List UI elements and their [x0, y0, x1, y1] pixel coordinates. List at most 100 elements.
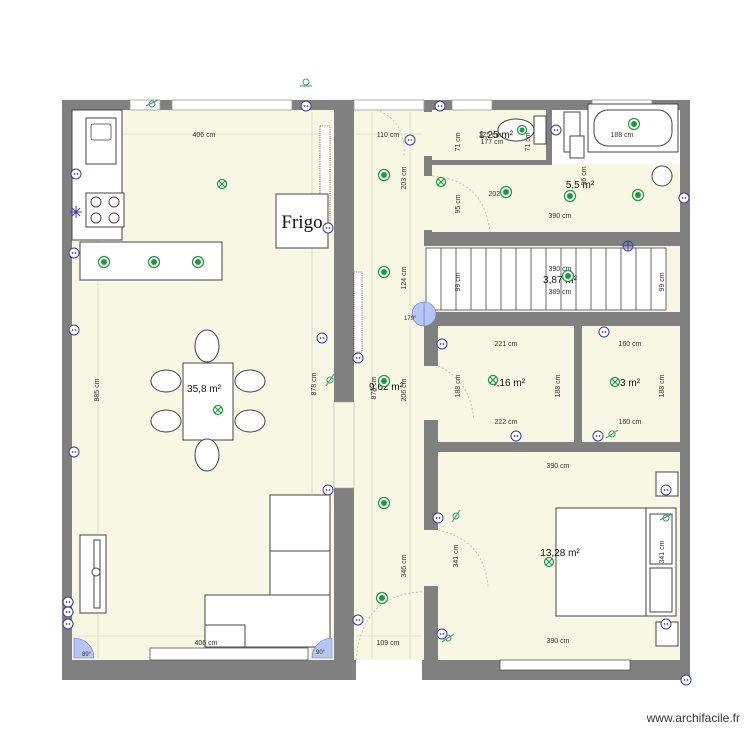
- dim-room-b-bottom: 160 cm: [619, 419, 642, 426]
- light-icon: [212, 404, 224, 416]
- door-arc-room-a: [437, 365, 475, 421]
- spot-light-icon: [377, 168, 391, 182]
- sofa-armrest: [204, 624, 246, 648]
- tv-knob: [91, 567, 101, 577]
- dimension-labels: 406 cm 406 cm 885 cm 878 cm 110 cm 109 c…: [94, 132, 666, 647]
- switch-icon: [325, 373, 335, 387]
- dim-bedroom-right: 341 cm: [659, 540, 666, 563]
- dim-bath-inner: 202 cm: [489, 191, 512, 198]
- dim-room-b-top: 160 cm: [619, 341, 642, 348]
- dim-bedroom-top: 390 cm: [547, 463, 570, 470]
- socket-icon: [322, 222, 334, 234]
- bedroom-furniture: [555, 471, 679, 647]
- socket-icon: [68, 446, 80, 458]
- phone-socket-icon: [70, 206, 82, 218]
- dining-table: [182, 362, 234, 441]
- socket-icon: [68, 247, 80, 259]
- angle-living-label: 89°: [82, 652, 92, 658]
- socket-icon: [62, 618, 74, 630]
- area-bedroom: 13,28 m²: [540, 548, 580, 559]
- dim-hall-mid-right: 124 cm: [401, 266, 408, 289]
- dim-room-a-left: 188 cm: [455, 374, 462, 397]
- floor-hall: [354, 110, 424, 660]
- dim-bedroom-bottom: 390 cm: [547, 638, 570, 645]
- spot-light-icon: [191, 255, 205, 269]
- bath-cabinet: [569, 135, 585, 159]
- switch-icon: [300, 78, 312, 87]
- sofa-seat: [269, 550, 331, 596]
- socket-icon: [62, 596, 74, 608]
- burner: [108, 196, 120, 208]
- socket-icon: [70, 168, 82, 180]
- light-icon: [216, 178, 228, 190]
- socket-icon: [434, 100, 446, 112]
- window-hall-top: [353, 99, 425, 111]
- door-hall-bedroom-opening: [424, 530, 438, 586]
- wall-rooms-bottom: [438, 442, 680, 452]
- switch-icon: [145, 99, 159, 108]
- toilet-bowl: [497, 118, 535, 142]
- dim-wc-right: 71 cm: [525, 132, 532, 151]
- dim-hall-upper-right: 203 cm: [401, 166, 408, 189]
- spot-light-icon: [147, 255, 161, 269]
- area-bath: 5,5 m²: [566, 180, 595, 191]
- dim-wc-left: 71 cm: [455, 132, 462, 151]
- spot-light-icon: [499, 185, 513, 199]
- switch-icon: [605, 429, 619, 439]
- watermark: www.archifacile.fr: [646, 711, 740, 725]
- light-icon: [543, 556, 555, 568]
- spot-light-icon: [563, 189, 577, 203]
- spot-light-icon: [377, 374, 391, 388]
- dim-wc-bottom: 177 cm: [481, 139, 504, 146]
- dim-bath-left: 95 cm: [455, 194, 462, 213]
- dim-bath-side: 96 cm: [581, 166, 588, 185]
- bed-pillow: [649, 513, 673, 565]
- window-bedroom-bottom: [499, 659, 631, 671]
- dim-bedroom-left: 341 cm: [453, 544, 460, 567]
- window-living-bottom: [149, 647, 309, 661]
- angle-markers: 89° 179° 90°: [73, 301, 437, 659]
- wall-wc-bottom: [432, 160, 546, 165]
- wall-stairs-bottom: [424, 312, 680, 326]
- fridge: [275, 193, 329, 249]
- socket-icon: [352, 352, 364, 364]
- window-living-top-right: [171, 99, 293, 111]
- area-hall: 9,62 m²: [369, 382, 404, 393]
- dim-stairs-bottom: 389 cm: [549, 289, 572, 296]
- door-hall-bath-opening: [424, 176, 432, 230]
- floor-room-b: [582, 326, 680, 442]
- wall-hall-right-top: [424, 100, 432, 246]
- dim-bath-fixture: 188 cm: [611, 132, 634, 139]
- angle-corner-label: 90°: [316, 650, 326, 656]
- dim-living-right: 878 cm: [311, 372, 318, 395]
- door-hall-wc-opening: [424, 112, 432, 156]
- dining-chair: [150, 409, 182, 433]
- sofa: [204, 494, 331, 648]
- socket-icon: [660, 618, 672, 630]
- stairs-arrow-icon: [622, 240, 634, 252]
- socket-icon: [352, 614, 364, 626]
- wall-sockets: [62, 100, 692, 686]
- bath-fixtures: [569, 103, 679, 187]
- socket-icon: [316, 332, 328, 344]
- dim-hall-inner-left: 878 cm: [371, 376, 378, 399]
- angle-arc-hall: [423, 301, 437, 327]
- switch-icon: [441, 633, 455, 643]
- fridge-label: Frigo: [281, 212, 322, 233]
- door-living-hall-opening: [333, 401, 355, 489]
- dim-stairs-top: 390 cm: [549, 266, 572, 273]
- angle-arc-living: [73, 637, 95, 659]
- angle-arc-hall-left: [411, 301, 425, 327]
- dining-chair: [194, 438, 220, 472]
- spot-light-icon: [627, 117, 641, 131]
- dining-chair: [234, 409, 266, 433]
- ceiling-lights: [212, 176, 621, 568]
- light-icon: [487, 374, 499, 386]
- wall-rooms-divider: [574, 326, 582, 442]
- staircase: [425, 247, 667, 311]
- light-icon: [609, 376, 621, 388]
- burner: [108, 212, 120, 224]
- dim-bath-bottom: 390 cm: [549, 213, 572, 220]
- socket-icon: [404, 134, 416, 146]
